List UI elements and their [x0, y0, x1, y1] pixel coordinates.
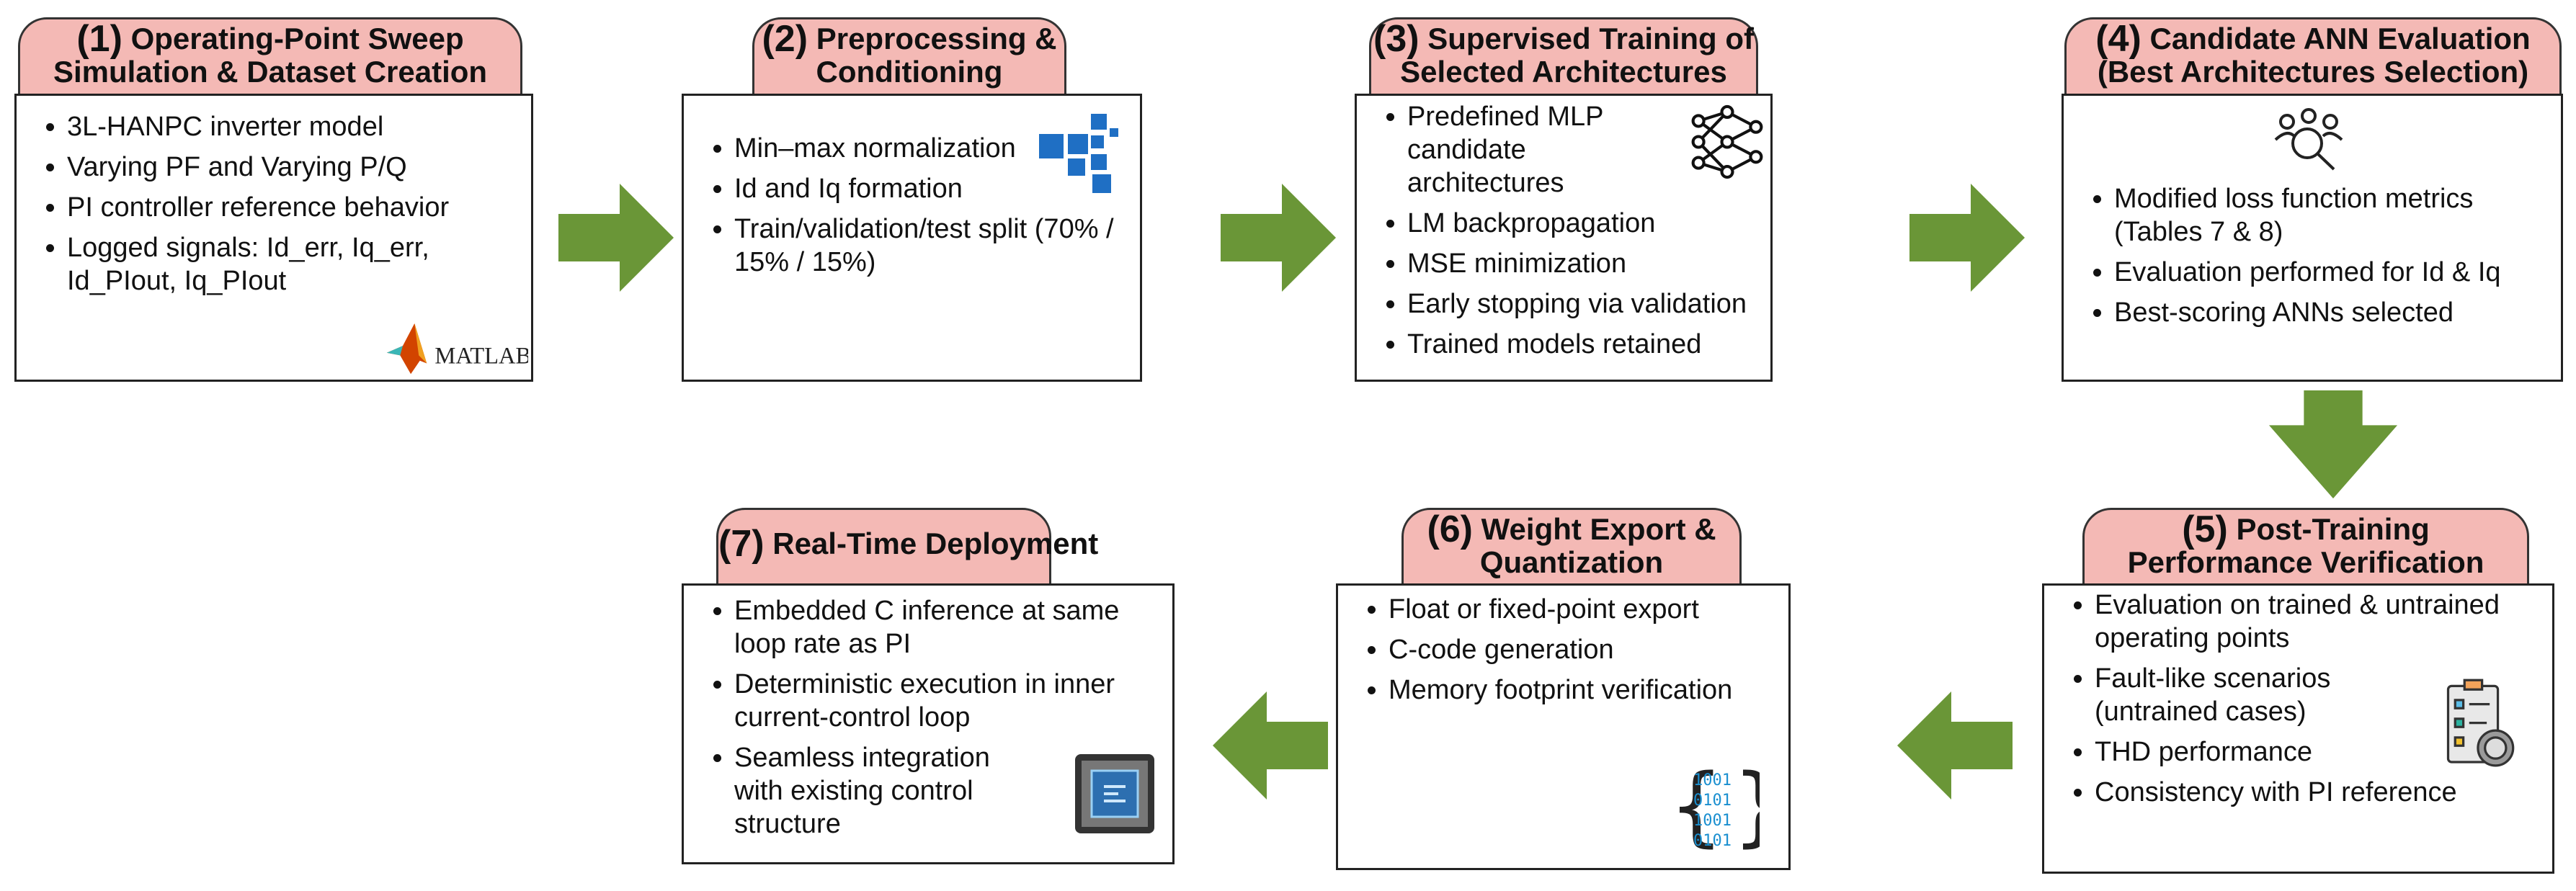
step-3-number: (3) [1373, 18, 1420, 60]
step-4-item: Evaluation performed for Id & Iq [2114, 256, 2546, 289]
step-2-item: Train/validation/test split (70% / 15% /… [734, 212, 1126, 279]
microchip-icon [1071, 751, 1158, 841]
step-4-number: (4) [2095, 18, 2142, 60]
user-search-icon [2273, 107, 2345, 176]
step-5-item: Fault-like scenarios (untrained cases) [2095, 662, 2538, 728]
arrow-right-1 [558, 184, 674, 292]
step-7-header: (7) Real-Time Deployment [716, 508, 1098, 594]
arrow-left-2 [1213, 691, 1328, 800]
step-7-box: Embedded C inference at same loop rate a… [682, 583, 1175, 864]
step-2-item: Id and Iq formation [734, 172, 1126, 205]
step-5-box: Evaluation on trained & untrained operat… [2042, 583, 2554, 874]
step-6-number: (6) [1427, 509, 1473, 550]
step-6-item: Memory footprint verification [1389, 673, 1774, 707]
svg-text:1001: 1001 [1693, 812, 1732, 830]
step-5-title-a: Post-Training [2236, 512, 2430, 546]
step-1-box: 3L-HANPC inverter model Varying PF and V… [14, 94, 533, 382]
step-7-item: Embedded C inference at same loop rate a… [734, 594, 1158, 661]
step-4-item: Modified loss function metrics (Tables 7… [2114, 182, 2546, 249]
step-1-item: PI controller reference behavior [67, 191, 517, 224]
binary-code-icon: {}1001 0101 1001 0101 [1666, 756, 1787, 856]
step-6-title-a: Weight Export & [1481, 512, 1716, 546]
step-2-title-b: Conditioning [816, 55, 1003, 89]
step-7-title-a: Real-Time Deployment [772, 527, 1099, 560]
svg-text:}: } [1732, 756, 1760, 850]
step-1-title-b: Simulation & Dataset Creation [53, 55, 488, 89]
step-3-item: Predefined MLP candidate architectures [1407, 100, 1756, 200]
step-6-title-b: Quantization [1479, 545, 1664, 579]
step-2-box: Min–max normalization Id and Iq formatio… [682, 94, 1142, 382]
step-1-item: 3L-HANPC inverter model [67, 110, 517, 143]
step-7-item: Deterministic execution in inner current… [734, 668, 1158, 734]
step-7-number: (7) [718, 523, 765, 565]
step-3-item: LM backpropagation [1407, 207, 1756, 240]
matlab-logo-text: MATLAB [434, 344, 528, 370]
step-4-item: Best-scoring ANNs selected [2114, 296, 2546, 329]
step-2-number: (2) [762, 18, 808, 60]
step-7-item: Seamless integration with existing contr… [734, 741, 1158, 841]
step-6-item: C-code generation [1389, 633, 1774, 666]
data-blocks-icon [1039, 114, 1118, 197]
step-1-item: Logged signals: Id_err, Iq_err, Id_PIout… [67, 231, 517, 297]
step-3-box: Predefined MLP candidate architectures L… [1355, 94, 1773, 382]
step-5-number: (5) [2182, 509, 2228, 550]
arrow-right-2 [1221, 184, 1336, 292]
step-3-item: Early stopping via validation [1407, 287, 1756, 321]
step-4-title-a: Candidate ANN Evaluation [2149, 22, 2531, 55]
step-5-item: THD performance [2095, 735, 2538, 769]
svg-text:{: { [1669, 756, 1724, 850]
step-2-title-a: Preprocessing & [816, 22, 1057, 55]
step-3-title-a: Supervised Training of [1427, 22, 1754, 55]
step-4-header: (4) Candidate ANN Evaluation(Best Archit… [2064, 17, 2562, 104]
step-5-title-b: Performance Verification [2127, 545, 2484, 579]
step-6-box: Float or fixed-point export C-code gener… [1336, 583, 1791, 870]
svg-text:0101: 0101 [1693, 832, 1732, 850]
step-1-number: (1) [76, 18, 122, 60]
step-2-item: Min–max normalization [734, 132, 1126, 165]
step-5-item: Evaluation on trained & untrained operat… [2095, 588, 2538, 655]
arrow-left-1 [1897, 691, 2013, 800]
step-4-box: Modified loss function metrics (Tables 7… [2062, 94, 2563, 382]
step-1-item: Varying PF and Varying P/Q [67, 151, 517, 184]
neural-network-icon [1691, 103, 1763, 184]
step-5-item: Consistency with PI reference [2095, 776, 2538, 809]
step-3-item: MSE minimization [1407, 247, 1756, 280]
step-2-header: (2) Preprocessing &Conditioning [752, 17, 1066, 104]
checklist-gauge-icon [2446, 678, 2516, 775]
step-6-item: Float or fixed-point export [1389, 593, 1774, 626]
arrow-down [2268, 390, 2398, 498]
step-3-title-b: Selected Architectures [1400, 55, 1727, 89]
step-1-title-a: Operating-Point Sweep [130, 22, 464, 55]
matlab-logo: MATLAB [384, 323, 531, 377]
arrow-right-3 [1909, 184, 2025, 292]
svg-text:1001: 1001 [1693, 771, 1732, 789]
step-4-title-b: (Best Architectures Selection) [2097, 55, 2529, 89]
svg-text:0101: 0101 [1693, 792, 1732, 810]
step-6-header: (6) Weight Export &Quantization [1401, 508, 1742, 594]
step-3-item: Trained models retained [1407, 328, 1756, 361]
